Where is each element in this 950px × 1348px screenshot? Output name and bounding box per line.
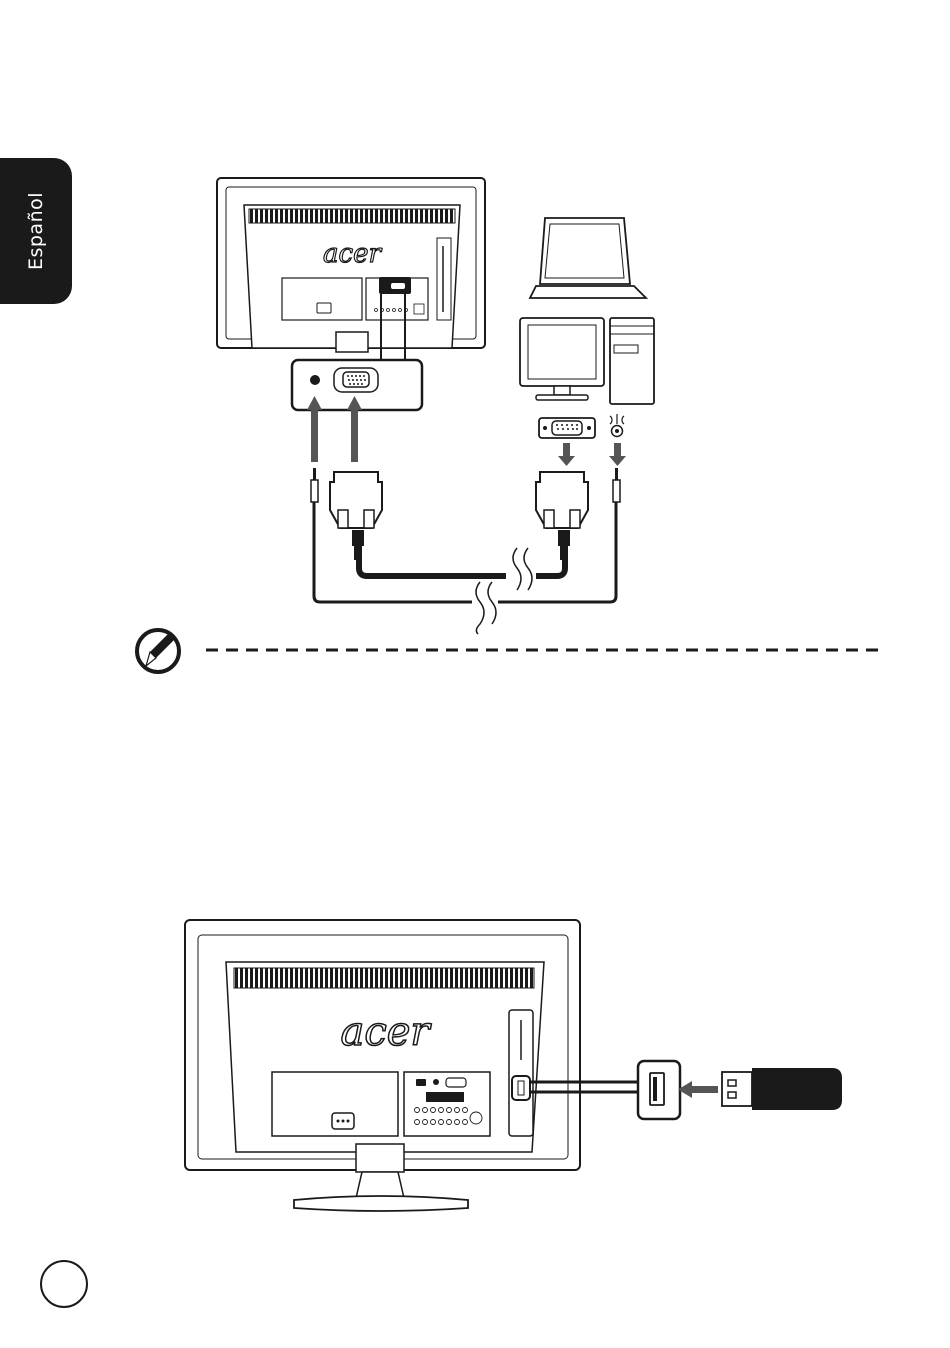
- usb-flash-drive-icon: [722, 1068, 842, 1110]
- pc-connection-diagram: acer: [217, 178, 654, 634]
- monitor-back-large: acer: [185, 920, 580, 1211]
- monitor-logo-large: acer: [340, 1009, 432, 1055]
- monitor-logo: acer: [323, 239, 382, 269]
- page-number-circle: [40, 1260, 88, 1308]
- plug-in-arrow-left: [678, 1081, 718, 1098]
- pc-plug-arrows: [558, 443, 626, 466]
- pc-vga-port: [539, 418, 595, 438]
- audio-in-port: [310, 375, 320, 385]
- audio-out-icon: [610, 414, 624, 437]
- vga-cable: [330, 472, 588, 576]
- note-pencil-icon: [137, 630, 179, 672]
- laptop-icon: [530, 218, 646, 298]
- cable-break-marks: [472, 548, 536, 634]
- monitor-back: acer: [217, 178, 485, 360]
- usb-port-zoom: [638, 1061, 680, 1119]
- usb-connection-diagram: acer: [185, 920, 842, 1211]
- desktop-pc-icon: [520, 318, 654, 404]
